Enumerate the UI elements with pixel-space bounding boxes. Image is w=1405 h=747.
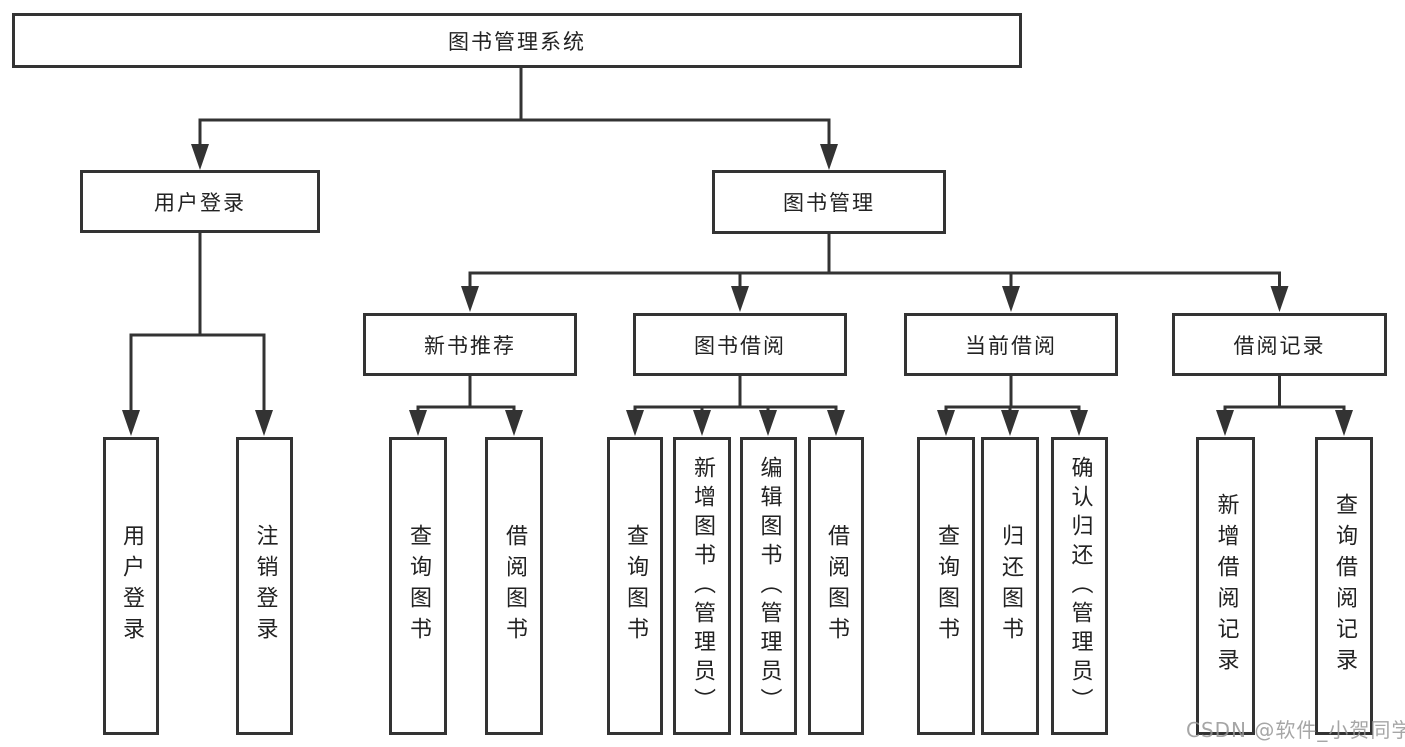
node-leaf-borrow-books-recommend: 借阅图书 bbox=[485, 437, 543, 735]
node-leaf-add-borrow-record: 新增借阅记录 bbox=[1196, 437, 1255, 735]
node-current-borrow: 当前借阅 bbox=[904, 313, 1118, 376]
node-leaf-query-borrow-record: 查询借阅记录 bbox=[1315, 437, 1373, 735]
node-leaf-logout: 注销登录 bbox=[236, 437, 293, 735]
node-borrow-records: 借阅记录 bbox=[1172, 313, 1387, 376]
node-book-management: 图书管理 bbox=[712, 170, 946, 234]
node-leaf-borrow-books: 借阅图书 bbox=[808, 437, 864, 735]
watermark: CSDN @软件_小贺同学 bbox=[1186, 718, 1405, 742]
node-leaf-add-books-admin: 新增图书（管理员） bbox=[673, 437, 731, 735]
node-leaf-return-books: 归还图书 bbox=[981, 437, 1039, 735]
node-leaf-query-books-current: 查询图书 bbox=[917, 437, 975, 735]
node-user-login: 用户登录 bbox=[80, 170, 320, 233]
node-leaf-user-login: 用户登录 bbox=[103, 437, 159, 735]
node-leaf-confirm-return-admin: 确认归还（管理员） bbox=[1051, 437, 1108, 735]
arrowheads bbox=[122, 144, 1353, 436]
node-root: 图书管理系统 bbox=[12, 13, 1022, 68]
node-leaf-query-books-borrow: 查询图书 bbox=[607, 437, 663, 735]
node-leaf-edit-books-admin: 编辑图书（管理员） bbox=[740, 437, 797, 735]
node-new-book-recommend: 新书推荐 bbox=[363, 313, 577, 376]
node-leaf-query-books-recommend: 查询图书 bbox=[389, 437, 447, 735]
node-book-borrow: 图书借阅 bbox=[633, 313, 847, 376]
